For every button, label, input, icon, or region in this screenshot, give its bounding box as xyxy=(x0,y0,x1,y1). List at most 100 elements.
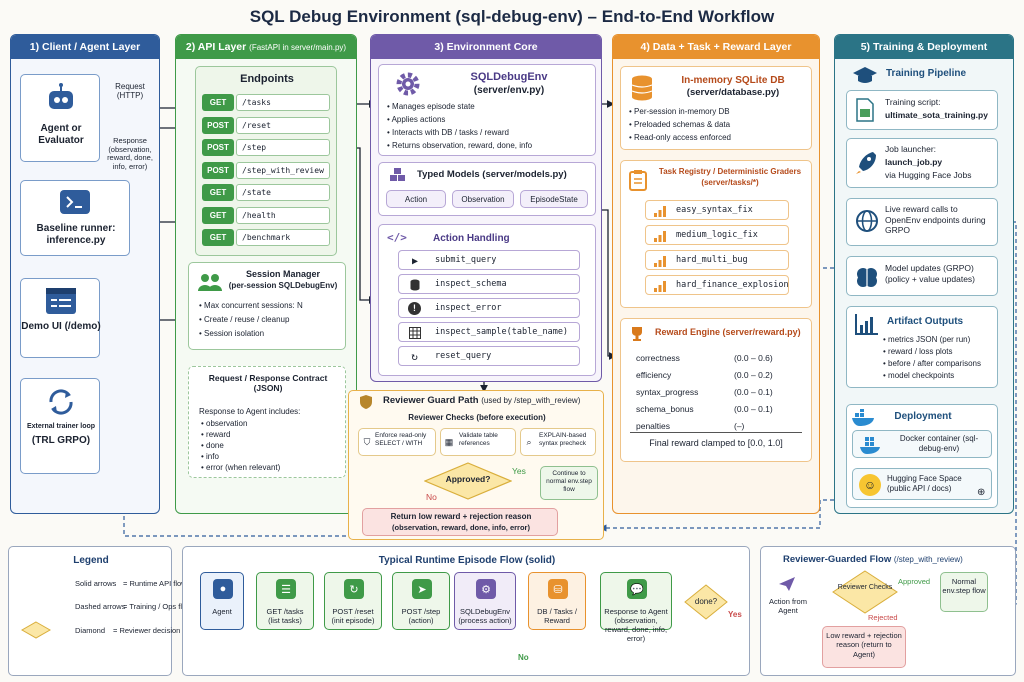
legend-dashed-desc: = Training / Ops flow xyxy=(123,602,192,611)
task-item: easy_syntax_fix xyxy=(645,200,789,220)
checks-title: Reviewer Checks (before execution) xyxy=(408,413,546,422)
endpoint-method: GET xyxy=(202,229,234,246)
env-item: • Applies actions xyxy=(387,115,446,124)
reward-component-name: schema_bonus xyxy=(636,404,694,414)
search-icon: ⌕ xyxy=(526,436,532,447)
reward-component-name: penalties xyxy=(636,421,671,431)
bar-chart-icon xyxy=(653,205,667,217)
reward-component-name: correctness xyxy=(636,353,680,363)
hugging-face-icon: ☺ xyxy=(859,474,881,496)
send-icon xyxy=(779,577,795,591)
artifact-item: • metrics JSON (per run) xyxy=(883,335,971,344)
hf-space-text: Hugging Face Space (public API / docs) xyxy=(887,474,962,493)
bar-chart-icon xyxy=(653,230,667,242)
script-label: Training script: xyxy=(885,97,941,107)
flow-step-sublabel: Reward xyxy=(544,616,570,625)
legend-box: Legend Solid arrows = Runtime API flow D… xyxy=(8,546,197,676)
live-reward-box: Live reward calls to OpenEnv endpoints d… xyxy=(846,198,998,246)
agent-box: Agent or Evaluator xyxy=(20,74,100,162)
legend-diamond-desc: = Reviewer decision gate xyxy=(113,626,198,635)
baseline-runner-box: Baseline runner: inference.py xyxy=(20,180,130,256)
diagram-title: SQL Debug Environment (sql-debug-env) – … xyxy=(249,7,775,26)
endpoint-path: /step xyxy=(236,139,330,156)
contract-item: • done xyxy=(201,441,224,450)
reward-component-range: (0.0 – 0.1) xyxy=(734,387,773,397)
check-tables: ▦Validate table references xyxy=(440,428,516,456)
contract-item: • error (when relevant) xyxy=(201,463,281,472)
sqldebugenv-sub: (server/env.py) xyxy=(473,85,545,96)
endpoints-title: Endpoints xyxy=(240,73,294,85)
session-manager-sub: (per-session SQLDebugEnv) xyxy=(228,281,338,290)
reward-component-range: (–) xyxy=(734,421,745,431)
job-name: launch_job.py xyxy=(885,157,943,167)
action-submit-query: ▶submit_query xyxy=(398,250,580,270)
db-item: • Read-only access enforced xyxy=(629,133,731,142)
api-header-small: (FastAPI in server/main.py) xyxy=(249,42,347,52)
endpoint-path: /step_with_review xyxy=(236,161,330,179)
brain-icon xyxy=(857,268,877,287)
endpoint-method: POST xyxy=(202,161,234,179)
runtime-flow-title: Typical Runtime Episode Flow (solid) xyxy=(378,555,556,566)
external-trainer-box: External trainer loop (TRL GRPO) xyxy=(20,378,100,474)
reward-divider xyxy=(630,432,802,433)
data-layer-header: 4) Data + Task + Reward Layer xyxy=(613,35,819,59)
guard-yes: Yes xyxy=(512,466,526,476)
endpoint-path: /health xyxy=(236,206,330,224)
session-item: • Session isolation xyxy=(199,329,265,338)
contract-intro: Response to Agent includes: xyxy=(199,407,301,416)
sqldebugenv-box: SQLDebugEnv (server/env.py) • Manages ep… xyxy=(378,64,596,156)
flow-step-sublabel: (action) xyxy=(408,616,434,625)
flow-step: ☰GET /tasks(list tasks) xyxy=(256,572,314,630)
database-icon xyxy=(409,278,421,291)
api-header-bold: 2) API Layer xyxy=(185,41,247,53)
error-icon: ! xyxy=(408,302,421,315)
graduation-cap-icon xyxy=(853,67,877,83)
contract-item: • reward xyxy=(201,430,231,439)
flow-step-sublabel: (observation, reward, done, info, error) xyxy=(604,616,668,643)
flow-step: ⚙SQLDebugEnv(process action) xyxy=(454,572,516,630)
rejection-sub: (observation, reward, done, info, error) xyxy=(392,523,530,532)
done-diamond xyxy=(684,584,728,620)
session-manager-box: Session Manager (per-session SQLDebugEnv… xyxy=(188,262,346,350)
live-reward-text: Live reward calls to OpenEnv endpoints d… xyxy=(885,204,986,236)
db-item: • Preloaded schemas & data xyxy=(629,120,731,129)
artifact-item: • before / after comparisons xyxy=(883,359,981,368)
flow-step-label: SQLDebugEnv xyxy=(459,607,511,616)
endpoint-method: POST xyxy=(202,116,234,134)
bar-chart-icon xyxy=(653,255,667,267)
contract-box: Request / Response Contract (JSON) Respo… xyxy=(188,366,346,478)
reward-component-range: (0.0 – 0.6) xyxy=(734,353,773,363)
endpoint-path: /reset xyxy=(236,116,330,134)
reward-clamp: Final reward clamped to [0.0, 1.0] xyxy=(649,438,783,448)
demo-ui-label: Demo UI (/demo) xyxy=(21,321,101,332)
legend-diamond: Diamond xyxy=(75,626,106,635)
action-handling-title: Action Handling xyxy=(433,233,510,244)
window-icon xyxy=(46,288,76,314)
review-approved: Approved xyxy=(898,577,931,586)
rejection-title: Return low reward + rejection reason xyxy=(390,512,532,521)
shield-check-icon: ⛉ xyxy=(363,436,371,447)
refresh-icon: ↻ xyxy=(344,579,364,599)
model-updates-text: Model updates (GRPO) (policy + value upd… xyxy=(885,263,976,284)
check-readonly: ⛉Enforce read-only SELECT / WITH xyxy=(358,428,436,456)
environment-core-header: 3) Environment Core xyxy=(371,35,601,59)
hf-space-box: ☺ Hugging Face Space (public API / docs)… xyxy=(852,468,992,500)
terminal-icon xyxy=(60,190,90,214)
session-manager-title: Session Manager xyxy=(245,269,321,279)
action-inspect-sample: inspect_sample(table_name) xyxy=(398,322,580,342)
job-via: via Hugging Face Jobs xyxy=(885,170,972,180)
sqldebugenv-title: SQLDebugEnv xyxy=(470,71,548,83)
task-item: medium_logic_fix xyxy=(645,225,789,245)
guard-title: Reviewer Guard Path (used by /step_with_… xyxy=(383,395,581,406)
flow-yes: Yes xyxy=(728,610,742,619)
flow-step-label: Response to Agent xyxy=(604,607,668,616)
legend-solid: Solid arrows xyxy=(75,579,117,588)
approved-label: Approved? xyxy=(445,474,491,484)
contract-item: • info xyxy=(201,452,219,461)
artifact-item: • reward / loss plots xyxy=(883,347,953,356)
reviewer-diamond xyxy=(832,570,898,614)
session-item: • Max concurrent sessions: N xyxy=(199,301,303,310)
docker-box: Docker container (sql-debug-env) xyxy=(852,430,992,458)
users-icon xyxy=(198,274,222,291)
